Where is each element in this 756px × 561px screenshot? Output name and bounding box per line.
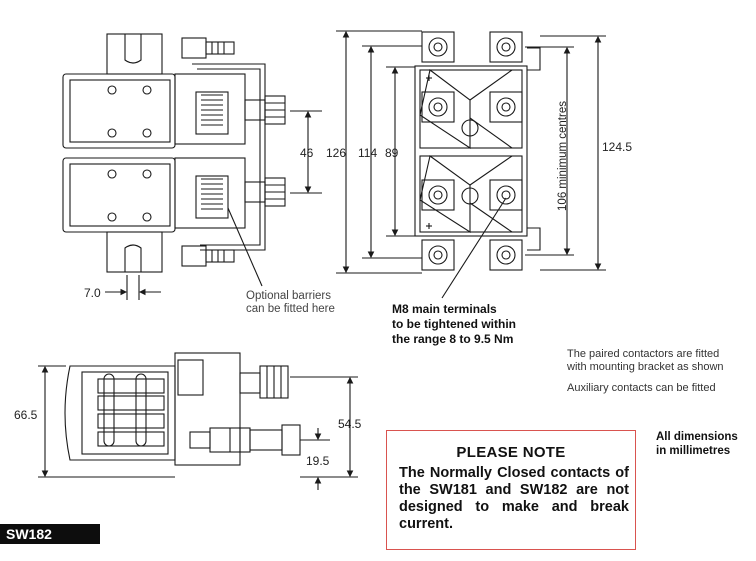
dim-7-0: 7.0 <box>84 286 101 300</box>
barriers-note-line2: can be fitted here <box>246 303 335 315</box>
dim-19-5: 19.5 <box>306 454 330 468</box>
dim-126: 126 <box>326 146 347 160</box>
barriers-note-line1: Optional barriers <box>246 290 332 302</box>
bottom-view <box>64 352 301 466</box>
please-note-box: PLEASE NOTE The Normally Closed contacts… <box>386 430 636 550</box>
terminals-note: M8 main terminals to be tightened within… <box>392 302 516 347</box>
dim-46: 46 <box>300 146 314 160</box>
terminals-note-line2: to be tightened within <box>392 317 516 331</box>
model-tag: SW182 <box>0 524 100 544</box>
terminals-note-line3: the range 8 to 9.5 Nm <box>392 332 514 346</box>
paired-note-line2: with mounting bracket as shown <box>567 361 724 373</box>
front-view-top <box>414 31 541 271</box>
terminals-note-line1: M8 main terminals <box>392 302 497 316</box>
dim-66-5: 66.5 <box>14 408 38 422</box>
barriers-note: Optional barriers can be fitted here <box>246 290 335 316</box>
please-note-title: PLEASE NOTE <box>456 444 566 461</box>
paired-note: The paired contactors are fitted with mo… <box>567 348 724 374</box>
paired-note-line1: The paired contactors are fitted <box>567 348 720 360</box>
dim-89: 89 <box>385 146 399 160</box>
units-note-line1: All dimensions <box>656 431 738 443</box>
units-note: All dimensions in millimetres <box>656 430 738 458</box>
dim-114: 114 <box>358 146 378 160</box>
units-note-line2: in millimetres <box>656 445 731 457</box>
dim-54-5: 54.5 <box>338 417 362 431</box>
auxiliary-note: Auxiliary contacts can be fitted <box>567 382 716 394</box>
dim-124-5: 124.5 <box>602 140 633 154</box>
side-view-top <box>62 33 286 273</box>
dim-106-min-centres: 106 minimum centres <box>556 101 569 211</box>
please-note-body: The Normally Closed contacts of the SW18… <box>399 465 629 532</box>
